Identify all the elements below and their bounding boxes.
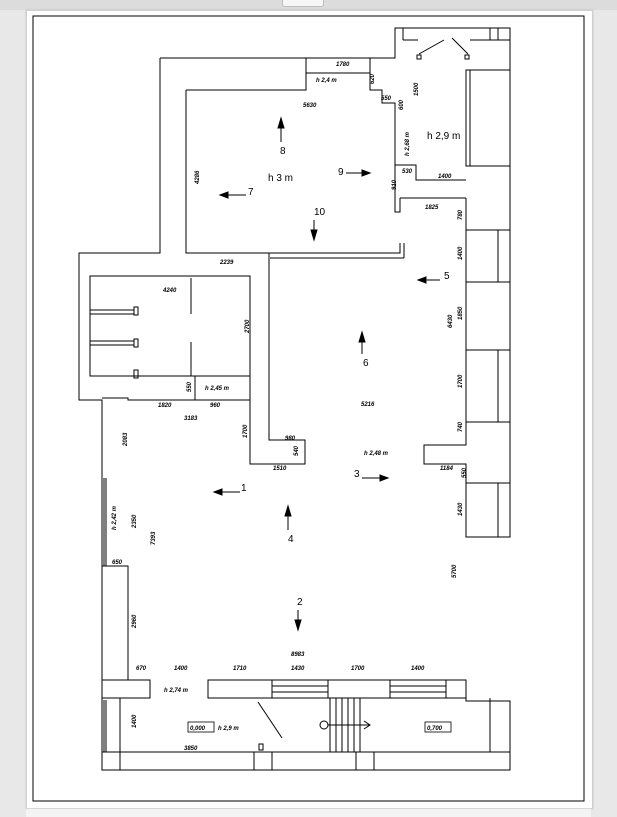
viewpoint-1: 1 bbox=[241, 483, 247, 494]
dimension-label: 2350 bbox=[132, 514, 138, 529]
dimension-label: 550 bbox=[462, 467, 468, 478]
dimension-label: 4240 bbox=[162, 288, 177, 294]
dimension-label: 1400 bbox=[174, 666, 188, 672]
height-label: h 2,48 m bbox=[364, 451, 389, 457]
height-label: h 2,9 m bbox=[218, 726, 239, 732]
dimension-label: 1184 bbox=[440, 466, 454, 472]
dimension-label: 1710 bbox=[233, 666, 247, 672]
dimension-label: 1700 bbox=[351, 666, 365, 672]
viewpoint-8: 8 bbox=[280, 146, 286, 157]
dimension-label: 620 bbox=[370, 73, 376, 84]
dimension-label: 1430 bbox=[458, 502, 464, 516]
viewpoint-9: 9 bbox=[338, 167, 344, 178]
dimension-label: 1510 bbox=[273, 466, 287, 472]
dimension-label: 550 bbox=[381, 96, 392, 102]
walls bbox=[78, 27, 511, 771]
height-label: h 2,9 m bbox=[427, 131, 460, 142]
dimension-label: 2083 bbox=[123, 432, 129, 447]
dimension-label: 540 bbox=[294, 445, 300, 456]
dimension-label: 960 bbox=[210, 403, 221, 409]
dimension-label: 1825 bbox=[425, 205, 439, 211]
dimension-label: 1400 bbox=[132, 714, 138, 728]
dimension-label: 600 bbox=[399, 99, 405, 110]
viewpoint-3: 3 bbox=[354, 469, 360, 480]
dimension-label: 1780 bbox=[336, 62, 350, 68]
height-label: h 2,74 m bbox=[164, 688, 189, 694]
viewpoint-labels: 1 2 3 4 5 6 7 8 9 10 bbox=[241, 146, 450, 608]
dimension-label: 1400 bbox=[411, 666, 425, 672]
dimension-label: 1400 bbox=[438, 174, 452, 180]
dimension-label: 6430 bbox=[448, 314, 454, 328]
dimension-label: 550 bbox=[187, 381, 193, 392]
view-arrows bbox=[212, 116, 440, 632]
dimension-label: 5630 bbox=[303, 103, 317, 109]
height-labels: h 2,4 m h 2,68 m h 2,9 m h 3 m h 2,45 m … bbox=[112, 78, 460, 732]
dimension-label: 1430 bbox=[291, 666, 305, 672]
height-label: h 2,4 m bbox=[316, 78, 337, 84]
dimension-label: 2960 bbox=[132, 614, 138, 629]
height-label: h 2,45 m bbox=[205, 386, 230, 392]
viewpoint-5: 5 bbox=[444, 271, 450, 282]
dimension-label: 1700 bbox=[458, 374, 464, 388]
dimension-label: 1850 bbox=[458, 306, 464, 320]
dimension-label: 1700 bbox=[243, 424, 249, 438]
height-label: h 2,68 m bbox=[405, 131, 411, 156]
dimension-label: 4286 bbox=[195, 170, 201, 185]
viewpoint-4: 4 bbox=[288, 534, 294, 545]
dimension-label: 1500 bbox=[414, 82, 420, 96]
dimension-label: 7393 bbox=[151, 531, 157, 545]
level-mark: 0,700 bbox=[427, 726, 443, 732]
dimension-label: 740 bbox=[458, 421, 464, 432]
dimension-label: 2700 bbox=[245, 319, 251, 334]
level-mark: 0,000 bbox=[190, 726, 206, 732]
dimension-label: 650 bbox=[112, 560, 123, 566]
dimension-label: 8983 bbox=[291, 652, 305, 658]
dimension-label: 3183 bbox=[184, 416, 198, 422]
viewpoint-10: 10 bbox=[314, 207, 326, 218]
height-label: h 2,42 m bbox=[112, 505, 118, 530]
page-tab-handle[interactable] bbox=[282, 0, 324, 7]
sheet-frame bbox=[32, 15, 585, 802]
dimension-label: 1400 bbox=[458, 246, 464, 260]
next-page-edge bbox=[26, 808, 591, 817]
dimension-label: 3850 bbox=[184, 746, 198, 752]
viewpoint-2: 2 bbox=[297, 597, 303, 608]
height-label: h 3 m bbox=[268, 173, 293, 184]
dimension-labels: 1780 620 550 600 1500 5630 4286 530 910 … bbox=[112, 62, 468, 752]
dimension-label: 980 bbox=[285, 436, 296, 442]
dimension-label: 670 bbox=[136, 666, 147, 672]
viewpoint-7: 7 bbox=[248, 187, 254, 198]
dimension-label: 2239 bbox=[219, 260, 234, 266]
dimension-label: 1820 bbox=[158, 403, 172, 409]
viewpoint-6: 6 bbox=[363, 358, 369, 369]
dimension-label: 910 bbox=[392, 179, 398, 190]
dimension-label: 530 bbox=[402, 169, 413, 175]
dimension-label: 5700 bbox=[452, 564, 458, 578]
dimension-label: 5216 bbox=[361, 402, 375, 408]
dimension-label: 780 bbox=[458, 209, 464, 220]
